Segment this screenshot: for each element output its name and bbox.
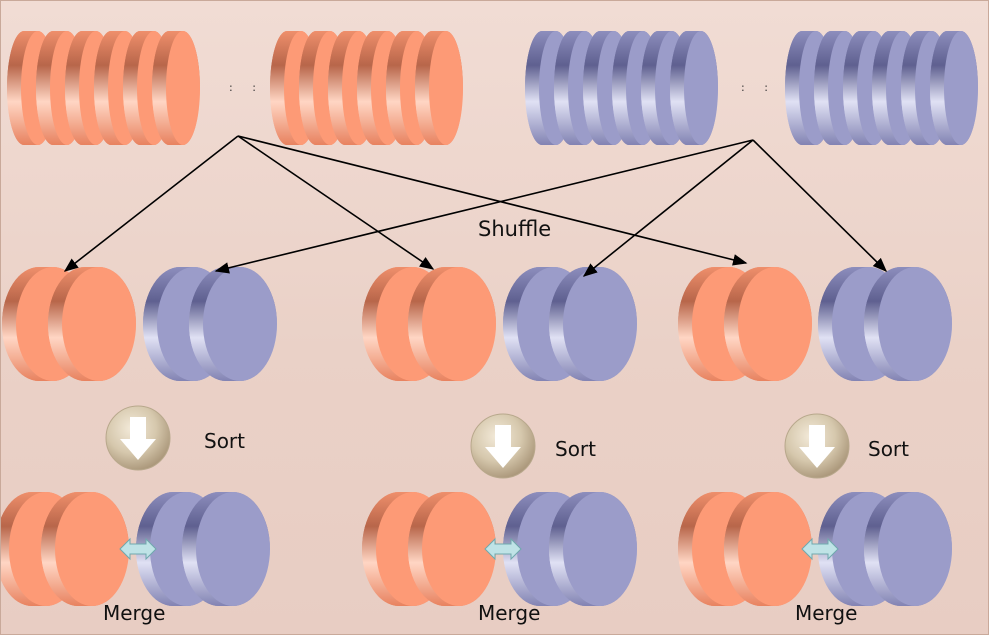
sorted-blue-4-disk-2 bbox=[549, 492, 637, 606]
sorted-orange-3-disk-2 bbox=[408, 492, 496, 606]
partition-orange-3-disk-2 bbox=[408, 267, 496, 381]
sort-down-arrow-icon bbox=[470, 413, 536, 479]
sort-down-arrow-icon bbox=[784, 413, 850, 479]
merge-double-arrow-icon bbox=[484, 537, 522, 561]
sorted-blue-6-disk-2 bbox=[864, 492, 952, 606]
sorted-orange-1-disk-2 bbox=[41, 492, 129, 606]
merge-double-arrow-icon bbox=[801, 537, 839, 561]
partition-orange-5-disk-2 bbox=[724, 267, 812, 381]
sorted-orange-5-disk-2 bbox=[724, 492, 812, 606]
partition-blue-2 bbox=[143, 267, 277, 381]
partition-blue-4 bbox=[503, 267, 637, 381]
top-orange-stack-2-disk-6 bbox=[415, 31, 463, 145]
partition-blue-4-disk-2 bbox=[549, 267, 637, 381]
top-blue-stack-1 bbox=[525, 31, 718, 145]
ellipsis-orange: : : bbox=[229, 81, 264, 94]
merge-label-1: Merge bbox=[103, 601, 166, 625]
partition-orange-1-disk-2 bbox=[48, 267, 136, 381]
partition-orange-5 bbox=[678, 267, 812, 381]
sorted-blue-6 bbox=[818, 492, 952, 606]
shuffle-arrow-1 bbox=[63, 135, 239, 272]
sorted-orange-5 bbox=[678, 492, 812, 606]
sorted-blue-2 bbox=[136, 492, 270, 606]
partition-orange-1 bbox=[2, 267, 136, 381]
top-blue-stack-2-disk-6 bbox=[930, 31, 978, 145]
sort-label-2: Sort bbox=[555, 437, 596, 461]
sort-label-3: Sort bbox=[868, 437, 909, 461]
shuffle-arrow-6 bbox=[752, 139, 888, 273]
merge-label-2: Merge bbox=[478, 601, 541, 625]
merge-double-arrow-icon bbox=[119, 537, 157, 561]
shuffle-label: Shuffle bbox=[478, 217, 552, 241]
shuffle-arrow-5 bbox=[582, 139, 754, 277]
ellipsis-blue: : : bbox=[741, 81, 776, 94]
top-blue-stack-2 bbox=[785, 31, 978, 145]
sort-buttons bbox=[105, 405, 850, 479]
partition-blue-6 bbox=[818, 267, 952, 381]
shuffle-arrow-2 bbox=[237, 135, 435, 270]
partition-blue-2-disk-2 bbox=[189, 267, 277, 381]
shuffle-arrow-3 bbox=[237, 135, 748, 266]
shuffle-arrow-4 bbox=[214, 139, 754, 274]
shuffle-arrows bbox=[63, 135, 888, 277]
merge-arrows bbox=[119, 537, 839, 561]
sorted-orange-1 bbox=[1, 492, 129, 606]
top-orange-stack-2 bbox=[270, 31, 463, 145]
sorted-blue-2-disk-2 bbox=[182, 492, 270, 606]
top-orange-stack-1-disk-6 bbox=[152, 31, 200, 145]
partition-orange-3 bbox=[362, 267, 496, 381]
sort-down-arrow-icon bbox=[105, 405, 171, 471]
partition-blue-6-disk-2 bbox=[864, 267, 952, 381]
top-orange-stack-1 bbox=[7, 31, 200, 145]
disk-stacks bbox=[1, 31, 978, 606]
merge-label-3: Merge bbox=[795, 601, 858, 625]
sorted-orange-3 bbox=[362, 492, 496, 606]
sorted-blue-4 bbox=[503, 492, 637, 606]
top-blue-stack-1-disk-6 bbox=[670, 31, 718, 145]
sort-label-1: Sort bbox=[204, 429, 245, 453]
